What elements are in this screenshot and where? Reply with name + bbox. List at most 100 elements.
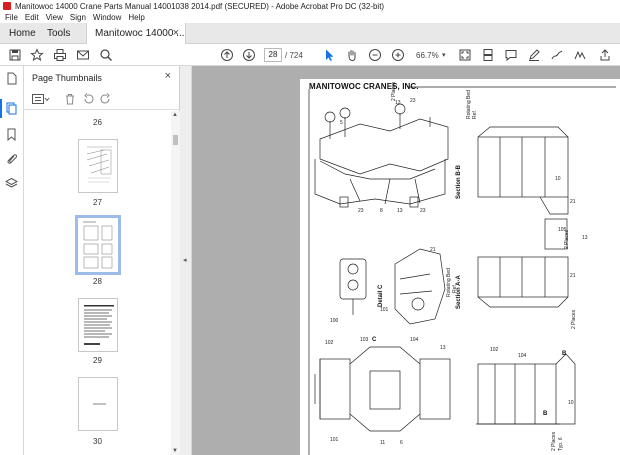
- navigation-rail: [0, 66, 24, 455]
- layers-icon[interactable]: [4, 177, 19, 190]
- thumbnail-label-27: 27: [93, 198, 102, 207]
- crane-parts-drawing: 23 8 13 23 5 13 23 10 21 105 13 21 100 1…: [308, 81, 616, 455]
- title-bar: Manitowoc 14000 Crane Parts Manual 14001…: [0, 0, 620, 12]
- scrollbar-thumb[interactable]: [173, 135, 178, 145]
- highlight-pen-icon[interactable]: [527, 48, 541, 62]
- svg-text:100: 100: [330, 318, 339, 324]
- svg-text:13: 13: [397, 208, 403, 214]
- menu-help[interactable]: Help: [128, 13, 145, 22]
- previous-page-icon[interactable]: [220, 48, 234, 62]
- menu-sign[interactable]: Sign: [69, 13, 86, 22]
- thumbnail-page-27[interactable]: [78, 139, 118, 193]
- menu-edit[interactable]: Edit: [24, 13, 39, 22]
- menu-file[interactable]: File: [5, 13, 18, 22]
- svg-text:11: 11: [380, 440, 385, 446]
- hand-tool-icon[interactable]: [345, 48, 359, 62]
- panel-collapse-handle[interactable]: ◂: [180, 66, 192, 455]
- save-icon[interactable]: [8, 48, 22, 62]
- svg-text:13: 13: [582, 235, 588, 241]
- tab-tools[interactable]: Tools: [47, 28, 71, 39]
- detail-c-label: Detail C: [378, 284, 384, 307]
- thumbnail-page-30[interactable]: [78, 377, 118, 431]
- svg-text:102: 102: [490, 347, 499, 353]
- sign-icon[interactable]: [573, 48, 587, 62]
- next-page-icon[interactable]: [242, 48, 256, 62]
- page-thumbnails-icon[interactable]: [0, 99, 18, 118]
- page-total: / 724: [285, 51, 303, 60]
- collapse-arrow-icon: ◂: [183, 257, 187, 264]
- bookmarks-icon[interactable]: [5, 128, 18, 142]
- comment-icon[interactable]: [504, 48, 518, 62]
- bookmark-star-icon[interactable]: [30, 48, 44, 62]
- thumbnail-label-29: 29: [93, 356, 102, 365]
- svg-text:23: 23: [358, 208, 364, 214]
- rotating-bed-label-2: Rotating Bed: [446, 268, 452, 297]
- menu-view[interactable]: View: [45, 13, 63, 22]
- attachments-icon[interactable]: [5, 152, 18, 165]
- b-marker-label: B: [562, 351, 567, 357]
- thumbnail-label-26: 26: [93, 118, 102, 127]
- document-icon[interactable]: [5, 72, 18, 85]
- thumbnail-options-icon[interactable]: [32, 93, 50, 105]
- c-marker-label: C: [372, 337, 377, 343]
- thumbnail-page-29[interactable]: [78, 298, 118, 352]
- scroll-up-icon[interactable]: ▲: [172, 112, 178, 118]
- window-title: Manitowoc 14000 Crane Parts Manual 14001…: [15, 1, 385, 11]
- document-viewport[interactable]: 23 8 13 23 5 13 23 10 21 105 13 21 100 1…: [192, 66, 620, 455]
- svg-text:10: 10: [555, 176, 561, 182]
- tab-document[interactable]: Manitowoc 14000 ... ×: [86, 23, 186, 44]
- close-tab-icon[interactable]: ×: [172, 27, 179, 39]
- zoom-dropdown-icon[interactable]: ▾: [442, 52, 446, 59]
- b-marker-label-2: B: [543, 411, 548, 417]
- rotate-left-icon[interactable]: [82, 93, 94, 105]
- search-icon[interactable]: [99, 48, 113, 62]
- two-places-label-4: 2 Places: [551, 431, 557, 451]
- scroll-mode-icon[interactable]: [481, 48, 495, 62]
- tab-home[interactable]: Home: [9, 28, 36, 39]
- zoom-in-icon[interactable]: [391, 48, 405, 62]
- zoom-level[interactable]: 66.7%: [416, 51, 439, 60]
- svg-text:5: 5: [340, 120, 343, 126]
- close-panel-icon[interactable]: ×: [164, 70, 171, 82]
- select-cursor-icon[interactable]: [322, 48, 336, 62]
- section-bb-label: Section B-B: [456, 164, 462, 199]
- thumbnail-label-30: 30: [93, 437, 102, 446]
- panel-title: Page Thumbnails: [32, 73, 102, 83]
- share-icon[interactable]: [598, 48, 612, 62]
- thumbnail-label-28: 28: [93, 277, 102, 286]
- tab-bar: Home Tools Manitowoc 14000 ... ×: [0, 23, 620, 44]
- fit-page-icon[interactable]: [458, 48, 472, 62]
- toolbar: 28 / 724 66.7% ▾: [0, 44, 620, 66]
- acrobat-app-icon: [3, 2, 11, 10]
- menu-window[interactable]: Window: [92, 13, 122, 22]
- two-places-label-1: 2 Places: [564, 229, 570, 249]
- svg-text:21: 21: [570, 199, 576, 205]
- svg-text:105: 105: [558, 227, 567, 233]
- section-aa-label: Section A-A: [456, 275, 462, 309]
- svg-text:8: 8: [380, 208, 383, 214]
- svg-text:101: 101: [330, 437, 339, 443]
- print-icon[interactable]: [53, 48, 67, 62]
- page-number-input[interactable]: 28: [264, 48, 282, 62]
- rotate-right-icon[interactable]: [100, 93, 112, 105]
- ref-label-2: Ref.: [452, 284, 458, 293]
- thumbnail-page-28[interactable]: [75, 215, 121, 275]
- thumbnail-list: 26 27 28: [24, 111, 171, 455]
- svg-text:23: 23: [410, 98, 416, 104]
- pdf-page: 23 8 13 23 5 13 23 10 21 105 13 21 100 1…: [300, 79, 620, 455]
- thumbnail-scrollbar[interactable]: ▲ ▼: [171, 111, 180, 455]
- tab-document-label: Manitowoc 14000 ...: [95, 28, 185, 39]
- svg-text:10: 10: [568, 400, 574, 406]
- scroll-down-icon[interactable]: ▼: [172, 448, 178, 454]
- rotating-bed-label-1: Rotating Bed: [466, 90, 472, 119]
- svg-text:101: 101: [380, 307, 389, 313]
- svg-text:104: 104: [410, 337, 419, 343]
- email-icon[interactable]: [76, 48, 90, 62]
- delete-page-icon[interactable]: [64, 93, 76, 105]
- draw-icon[interactable]: [550, 48, 564, 62]
- zoom-out-icon[interactable]: [368, 48, 382, 62]
- two-places-label-2: 2 Places: [571, 309, 577, 329]
- svg-text:21: 21: [430, 247, 436, 253]
- svg-text:23: 23: [420, 208, 426, 214]
- svg-text:104: 104: [518, 353, 527, 359]
